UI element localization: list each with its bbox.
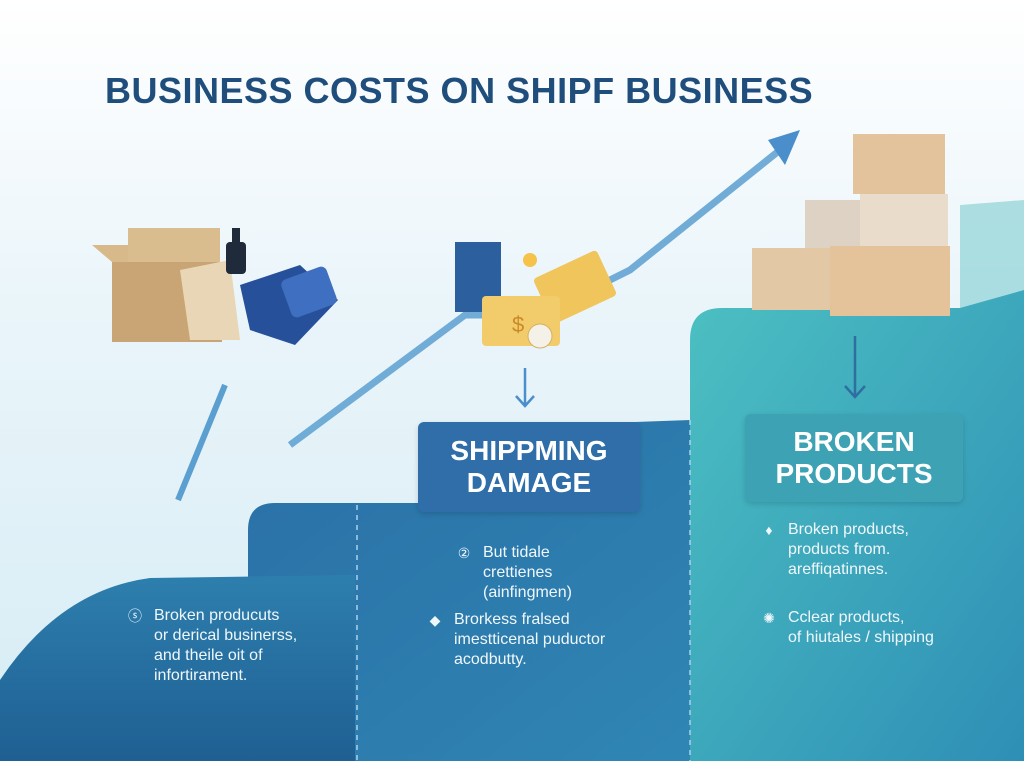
step-1 (0, 575, 355, 761)
bullet-text: (ainfingmen) (483, 584, 572, 601)
label-line: DAMAGE (466, 467, 592, 498)
down-arrow-icon (844, 336, 866, 399)
down-arrow-icon (515, 368, 535, 408)
bullet-text: Cclear products, (788, 609, 905, 626)
puzzle-icon: ✺ (763, 610, 775, 626)
shipping-damage-label: SHIPPMING DAMAGE (418, 422, 640, 512)
label-line: PRODUCTS (775, 458, 933, 489)
bullet-text: Broken products, (788, 521, 909, 538)
bullet-text: But tidale (483, 544, 550, 561)
drop-icon: ♦ (765, 522, 773, 538)
stacked-boxes-illustration (752, 134, 950, 316)
bullet-text: products from. (788, 541, 891, 558)
label-line: SHIPPMING (450, 435, 608, 466)
bullet-stage3-2: ✺ Cclear products, of hiutales / shippin… (760, 608, 934, 648)
bullet-text: or derical businerss, (154, 627, 298, 644)
broken-box-illustration (92, 228, 338, 345)
bullet-text: areffiqatinnes. (788, 561, 889, 578)
number-circle-icon: ② (457, 545, 471, 561)
bullet-text: infortirament. (154, 667, 248, 684)
arrow-head-icon (768, 130, 800, 165)
bullet-text: Brorkess fralsed (454, 611, 570, 628)
label-line: BROKEN (793, 426, 915, 457)
step-3 (690, 290, 1024, 761)
money-illustration: $ (455, 242, 616, 349)
bullet-text: of hiutales / shipping (788, 629, 934, 646)
broken-products-label: BROKEN PRODUCTS (745, 414, 963, 502)
svg-text:$: $ (512, 312, 524, 337)
bullet-text: acodbutty. (454, 651, 527, 668)
bullet-text: Broken producuts (154, 607, 280, 624)
bullet-stage1: ⓢ Broken producuts or derical businerss,… (126, 606, 297, 686)
dollar-circle-icon: ⓢ (128, 608, 142, 624)
page-title: BUSINESS COSTS ON SHIPF BUSINESS (105, 70, 814, 111)
diamond-icon: ◆ (429, 612, 441, 628)
bullet-stage2-2: ◆ Brorkess fralsed imestticenal puductor… (426, 610, 606, 670)
bullet-text: and theile oit of (154, 647, 263, 664)
trend-segment (175, 383, 228, 502)
bullet-stage2-1: ② But tidale crettienes (ainfingmen) (455, 543, 572, 603)
bullet-stage3-1: ♦ Broken products, products from. areffi… (760, 520, 909, 580)
bullet-text: crettienes (483, 564, 553, 581)
bullet-text: imestticenal puductor (454, 631, 606, 648)
